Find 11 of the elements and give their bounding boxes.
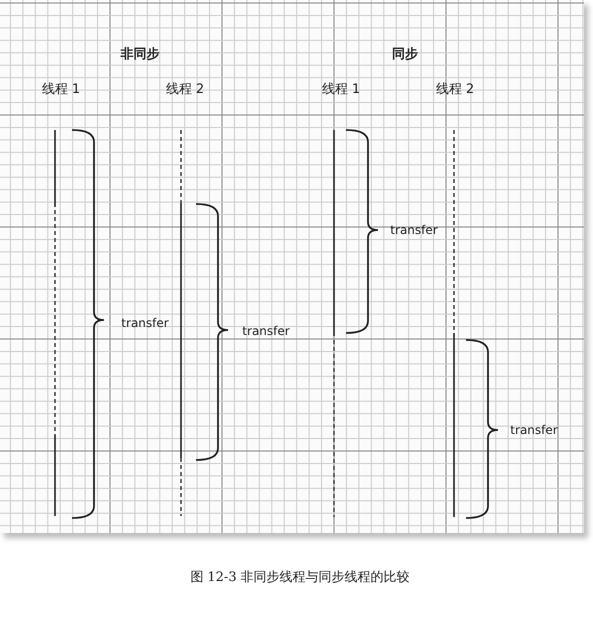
thread-label: 线程 1 xyxy=(42,82,80,98)
transfer-label: transfer xyxy=(390,222,438,238)
transfer-label: transfer xyxy=(510,422,558,438)
transfer-label: transfer xyxy=(242,324,290,338)
figure-caption: 图 12-3 非同步线程与同步线程的比较 xyxy=(190,570,410,586)
transfer-label: transfer xyxy=(121,316,169,330)
thread-label: 线程 2 xyxy=(166,82,204,98)
group-heading: 同步 xyxy=(392,47,418,63)
thread-label: 线程 1 xyxy=(322,82,360,98)
thread-label: 线程 2 xyxy=(436,82,474,98)
group-heading: 非同步 xyxy=(120,47,160,63)
